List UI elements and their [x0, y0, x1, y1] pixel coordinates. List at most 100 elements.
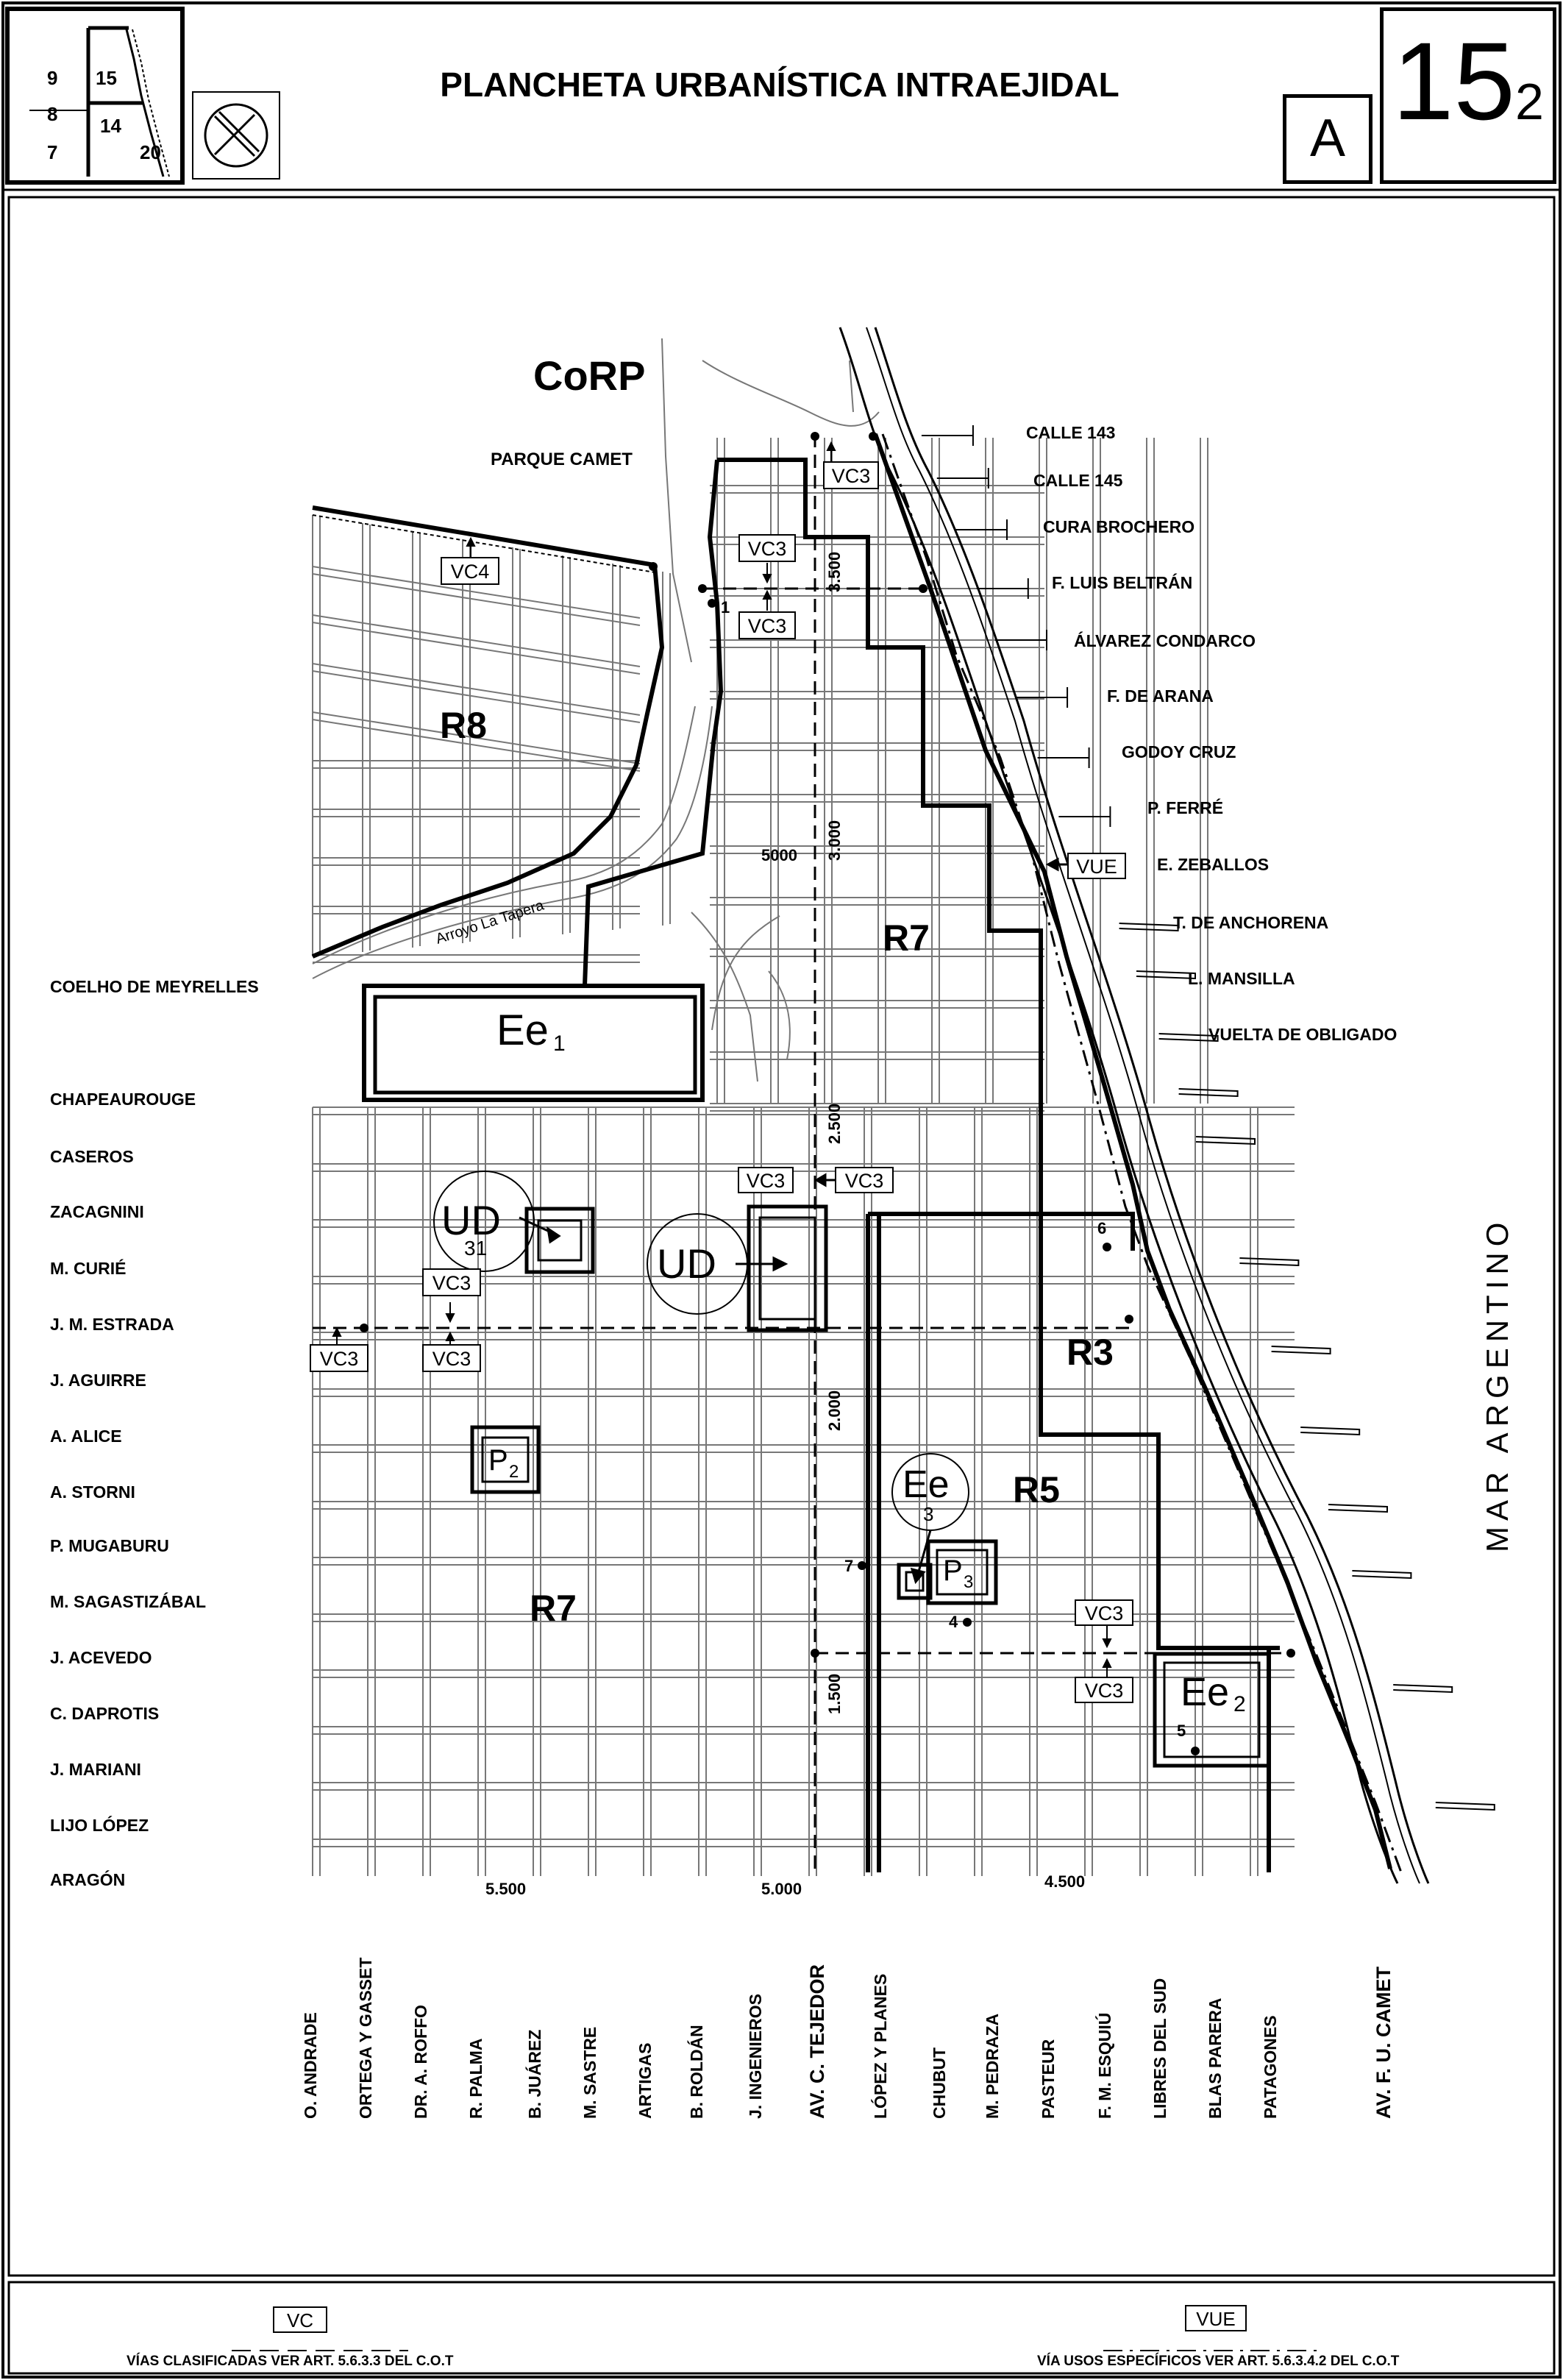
zone-ee1-sub: 1 — [553, 1031, 566, 1056]
vc4-tag: VC4 — [451, 561, 490, 583]
west-street-label: C. DAPROTIS — [50, 1704, 159, 1723]
east-street-label: ÁLVAREZ CONDARCO — [1074, 630, 1256, 650]
zone-ud31-sub: 31 — [464, 1237, 487, 1260]
zone-r8: R8 — [440, 705, 487, 746]
bottom-street-label: PATAGONES — [1261, 2015, 1280, 2119]
vue-line — [881, 433, 1403, 1873]
point-4: 4 — [949, 1613, 958, 1631]
jetty — [1158, 1033, 1219, 1042]
zone-p3-sub: 3 — [964, 1572, 973, 1592]
east-street-label: L. MANSILLA — [1188, 969, 1295, 988]
jetty — [1435, 1802, 1495, 1811]
jetty — [1016, 687, 1069, 708]
street-line — [312, 719, 641, 772]
zone-boundaries — [311, 433, 1392, 1872]
zone-ee3-sub: 3 — [923, 1503, 933, 1525]
street-line — [312, 711, 641, 764]
west-street-label: M. SAGASTIZÁBAL — [50, 1591, 206, 1611]
legend-vc-text: VÍAS CLASIFICADAS VER ART. 5.6.3.3 DEL C… — [127, 2353, 454, 2369]
vc3-tag-3: VC3 — [748, 615, 787, 637]
key-cell-20: 20 — [140, 141, 161, 163]
bottom-street-label: B. JUÁREZ — [524, 2030, 544, 2119]
bottom-street-label: J. INGENIEROS — [746, 1994, 765, 2119]
west-street-labels: COELHO DE MEYRELLESCHAPEAUROUGECASEROSZA… — [50, 977, 259, 1889]
jetty — [1271, 1346, 1331, 1355]
zone-parque-camet: PARQUE CAMET — [491, 450, 633, 469]
point-7: 7 — [844, 1557, 853, 1575]
jetty — [955, 519, 1008, 540]
series-letter-box: A — [1283, 94, 1372, 184]
zone-p3: P — [943, 1555, 963, 1587]
west-street-label: ZACAGNINI — [50, 1202, 144, 1221]
west-street-label: LIJO LÓPEZ — [50, 1815, 149, 1835]
vue-tag: VUE — [1076, 856, 1117, 878]
key-cell-9: 9 — [47, 67, 57, 89]
legend-vue-text: VÍA USOS ESPECÍFICOS VER ART. 5.6.3.4.2 … — [1037, 2353, 1400, 2369]
bottom-street-label: BLAS PARERA — [1206, 1998, 1225, 2119]
west-street-label: P. MUGABURU — [50, 1536, 169, 1555]
jetty — [1037, 747, 1090, 768]
vc-arrows — [332, 441, 1112, 1680]
num-3500: 3.500 — [825, 552, 844, 592]
street-line — [312, 573, 641, 626]
bottom-street-label: LIBRES DEL SUD — [1150, 1978, 1169, 2119]
bottom-street-label: B. ROLDÁN — [686, 2025, 706, 2119]
bottom-street-label: PASTEUR — [1039, 2039, 1058, 2119]
zone-p2: P — [488, 1444, 508, 1477]
east-street-label: P. FERRÉ — [1147, 798, 1223, 817]
bottom-street-label: AV. F. U. CAMET — [1372, 1966, 1395, 2119]
bottom-street-label: ORTEGA Y GASSET — [356, 1958, 375, 2119]
road-nodes — [360, 432, 1295, 1755]
east-street-label: E. ZEBALLOS — [1157, 855, 1269, 874]
jetty — [1119, 923, 1179, 932]
jetty — [1393, 1684, 1453, 1694]
east-street-label: VUELTA DE OBLIGADO — [1208, 1025, 1397, 1044]
bottom-street-label: ARTIGAS — [635, 2043, 655, 2120]
via-tag-boxes — [310, 461, 1133, 1703]
sheet-number: 152 — [1384, 26, 1553, 157]
bottom-5500: 5.500 — [485, 1880, 526, 1898]
arroyo-label: Arroyo La Tapera — [434, 897, 546, 947]
jetty — [921, 425, 974, 446]
vc3-tag-9: VC3 — [1085, 1602, 1124, 1624]
map-frame — [7, 196, 1556, 2277]
west-street-label: M. CURIÉ — [50, 1258, 127, 1278]
vc3-tag-4: VC3 — [747, 1170, 786, 1192]
jetty — [1195, 1136, 1256, 1145]
zone-ud-central: UD — [657, 1240, 716, 1287]
vc3-tag-2: VC3 — [748, 538, 787, 560]
street-line — [312, 663, 641, 716]
legend-frame — [7, 2281, 1556, 2375]
point-1: 1 — [721, 598, 730, 617]
sea-label: MAR ARGENTINO — [1480, 1217, 1514, 1552]
west-street-label: A. STORNI — [50, 1482, 135, 1502]
zone-r7-north: R7 — [883, 917, 930, 959]
zone-ee3: Ee — [902, 1463, 950, 1506]
east-street-label: T. DE ANCHORENA — [1173, 913, 1328, 932]
zone-ee1: Ee — [496, 1006, 549, 1054]
num-2000: 2.000 — [825, 1390, 844, 1431]
street-line — [312, 670, 641, 723]
series-letter: A — [1309, 109, 1346, 168]
west-street-label: CHAPEAUROUGE — [50, 1090, 196, 1109]
via-tag-labels: VC3 VC4 VC3 VC3 VC3 VC3 VC3 VC3 VC3 VC3 … — [320, 465, 1124, 1702]
zone-ud31: UD — [441, 1197, 501, 1243]
jetty — [1136, 970, 1196, 980]
key-cell-7: 7 — [47, 141, 57, 163]
bottom-street-label: AV. C. TEJEDOR — [806, 1964, 828, 2119]
jetty — [976, 578, 1029, 599]
jetty — [1300, 1427, 1361, 1436]
num-1500: 1.500 — [825, 1674, 844, 1714]
legend-vue-box-label: VUE — [1196, 2308, 1235, 2330]
west-street-label: A. ALICE — [50, 1427, 122, 1446]
key-map — [5, 7, 185, 185]
zone-r5: R5 — [1013, 1469, 1060, 1510]
page-title: PLANCHETA URBANÍSTICA INTRAEJIDAL — [440, 65, 1119, 104]
sheet-number-main: 15 — [1392, 19, 1515, 143]
street-line — [312, 622, 641, 675]
bottom-street-label: CHUBUT — [930, 2047, 949, 2119]
sheet-number-sub: 2 — [1514, 73, 1544, 130]
west-street-label: J. ACEVEDO — [50, 1648, 152, 1667]
arrows — [519, 857, 1074, 1585]
